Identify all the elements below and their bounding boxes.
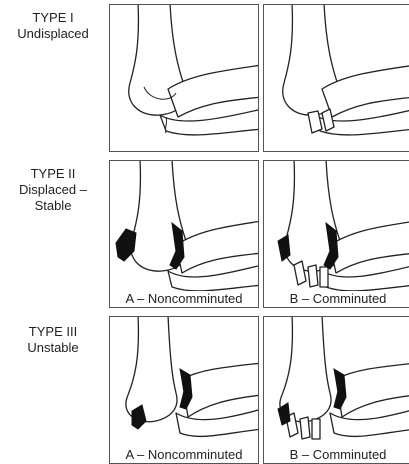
panel-type-3-a: A – Noncomminuted	[109, 316, 259, 464]
panel-type-2-b: B – Comminuted	[263, 160, 409, 308]
type-1-desc: Undisplaced	[0, 26, 106, 42]
type-3-title: TYPE III	[0, 324, 106, 340]
panel-type-1-right	[263, 4, 409, 152]
caption-noncomminuted: A – Noncomminuted	[110, 291, 258, 306]
caption-comminuted: B – Comminuted	[264, 291, 409, 306]
type-2-title: TYPE II	[0, 166, 106, 182]
row-label-type-3: TYPE III Unstable	[0, 324, 106, 356]
type-2-desc-line-1: Displaced –	[0, 182, 106, 198]
type-3-desc: Unstable	[0, 340, 106, 356]
type-1-title: TYPE I	[0, 10, 106, 26]
panel-type-1-left	[109, 4, 259, 152]
type-2-desc-line-2: Stable	[0, 198, 106, 214]
elbow-illustration	[110, 161, 259, 308]
panel-type-3-b: B – Comminuted	[263, 316, 409, 464]
elbow-illustration	[264, 161, 409, 308]
elbow-illustration	[110, 317, 259, 464]
elbow-illustration	[264, 317, 409, 464]
caption-noncomminuted: A – Noncomminuted	[110, 447, 258, 462]
elbow-illustration	[110, 5, 259, 152]
panel-type-2-a: A – Noncomminuted	[109, 160, 259, 308]
caption-comminuted: B – Comminuted	[264, 447, 409, 462]
row-label-type-1: TYPE I Undisplaced	[0, 10, 106, 42]
elbow-illustration	[264, 5, 409, 152]
row-label-type-2: TYPE II Displaced – Stable	[0, 166, 106, 214]
